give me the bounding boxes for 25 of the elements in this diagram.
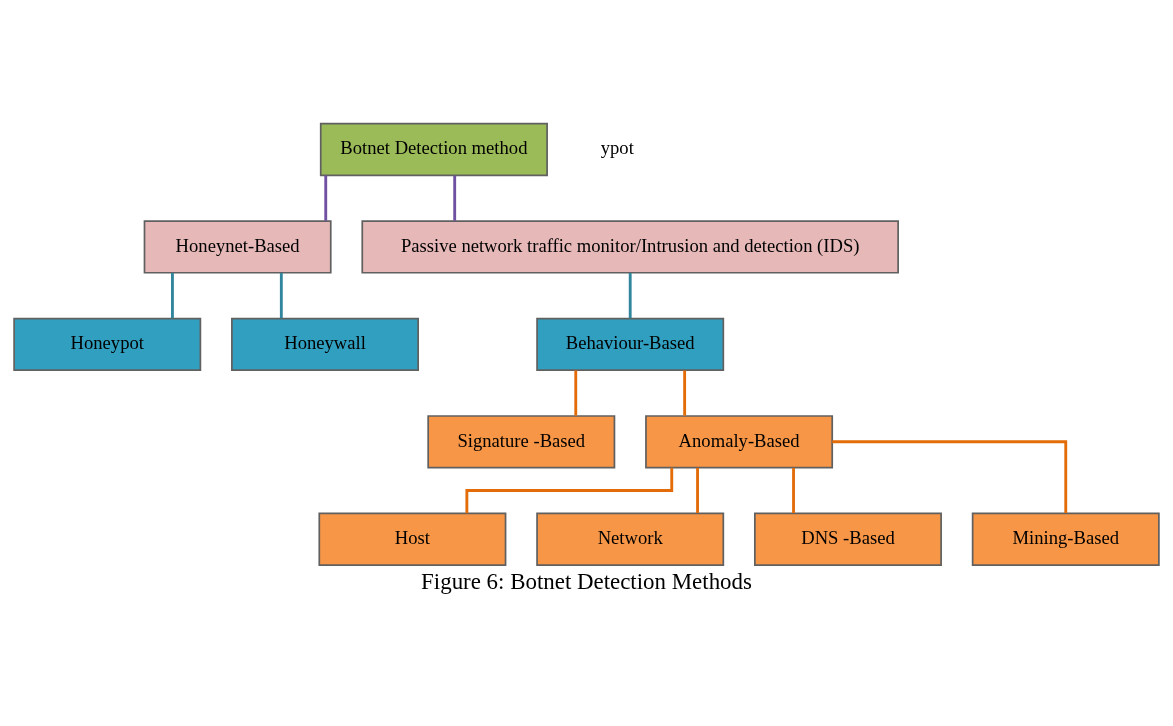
connector [279,273,283,319]
node-box: Honeypot [13,317,202,372]
connector [628,273,632,319]
caption: Figure 6: Botnet Detection Methods [421,569,752,595]
connector [465,467,674,514]
connector [792,467,795,514]
connector [171,273,174,319]
node-box: Botnet Detection method [319,122,548,177]
node-box: Host [318,512,507,566]
node-box: Anomaly-Based [645,415,834,469]
node-box: Network [536,512,725,566]
connector [832,440,1068,514]
node-box: Signature -Based [427,415,616,469]
connector [574,370,578,416]
connector [683,370,687,416]
node-box: Honeynet-Based [143,220,332,274]
connector [324,175,328,221]
label: ypot [600,137,634,159]
connector [696,467,699,514]
connector [453,175,457,221]
node-box: DNS -Based [754,512,942,566]
node-box: Behaviour-Based [536,317,725,372]
node-box: Mining-Based [971,512,1160,566]
node-box: Passive network traffic monitor/Intrusion and detection (IDS) [361,220,899,274]
node-box: Honeywall [231,317,419,372]
